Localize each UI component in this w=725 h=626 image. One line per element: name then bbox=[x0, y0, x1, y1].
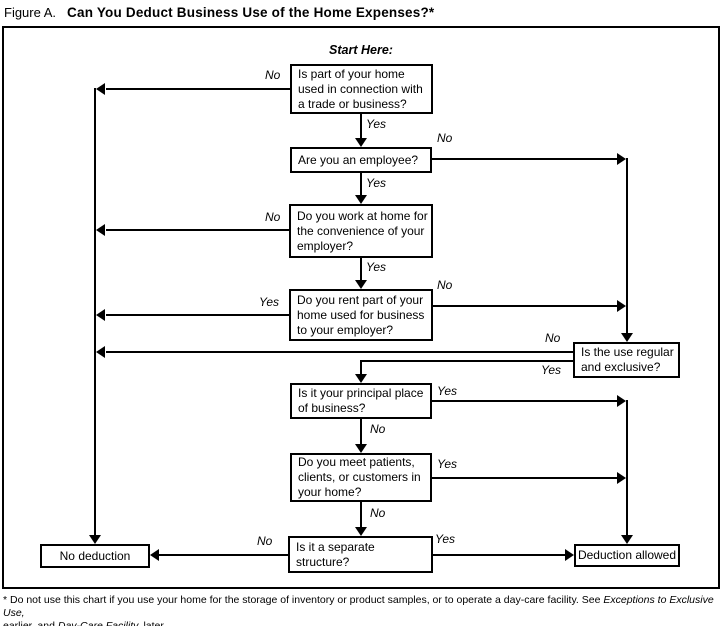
footnote-text: later. bbox=[140, 620, 167, 626]
node-regular-exclusive-use: Is the use regular and exclusive? bbox=[573, 342, 680, 378]
connector-left-rail bbox=[94, 88, 96, 535]
arrowhead-into-q8 bbox=[355, 527, 367, 536]
connector-q8-no bbox=[159, 554, 288, 556]
node-principal-place: Is it your principal place of business? bbox=[290, 383, 432, 419]
node-employee: Are you an employee? bbox=[290, 147, 432, 173]
connector-right-rail-upper bbox=[626, 158, 628, 333]
connector-q5-yes-vertical bbox=[360, 360, 362, 376]
arrowhead-into-deduction-allowed-top bbox=[621, 535, 633, 544]
edge-label-no: No bbox=[545, 331, 561, 345]
arrowhead-q4-no bbox=[617, 300, 626, 312]
footnote-text: * Do not use this chart if you use your … bbox=[3, 594, 604, 606]
connector-q3-q4 bbox=[360, 257, 362, 281]
arrowhead-q3-no bbox=[96, 224, 105, 236]
edge-label-yes: Yes bbox=[541, 363, 562, 377]
chart-border bbox=[2, 26, 720, 589]
arrowhead-q8-no bbox=[150, 549, 159, 561]
edge-label-no: No bbox=[370, 506, 386, 520]
connector-q6-yes bbox=[432, 400, 617, 402]
footnote-reference-day-care-facility: Day-Care Facility, bbox=[57, 620, 141, 626]
edge-label-yes: Yes bbox=[435, 532, 456, 546]
edge-label-no: No bbox=[265, 210, 281, 224]
footnote-reference-exclusive-use: Exceptions to Exclusive Use, bbox=[3, 594, 714, 619]
edge-label-yes: Yes bbox=[366, 117, 387, 131]
footnote-line-1: * Do not use this chart if you use your … bbox=[3, 594, 721, 620]
node-deduction-allowed: Deduction allowed bbox=[574, 544, 680, 567]
connector-q5-no bbox=[106, 351, 573, 353]
connector-q2-no bbox=[432, 158, 617, 160]
connector-q7-yes bbox=[432, 477, 617, 479]
footnote-text: earlier, and bbox=[3, 620, 58, 626]
start-here-label: Start Here: bbox=[329, 43, 393, 57]
footnote: * Do not use this chart if you use your … bbox=[3, 594, 721, 626]
arrowhead-q5-no bbox=[96, 346, 105, 358]
node-rent-to-employer: Do you rent part of your home used for b… bbox=[289, 289, 433, 341]
edge-label-yes: Yes bbox=[366, 260, 387, 274]
footnote-line-2: earlier, and Day-Care Facility, later. bbox=[3, 620, 721, 626]
node-no-deduction: No deduction bbox=[40, 544, 150, 568]
figure-label: Figure A. bbox=[4, 5, 57, 20]
arrowhead-into-q4 bbox=[355, 280, 367, 289]
connector-q4-no bbox=[433, 305, 617, 307]
edge-label-no: No bbox=[437, 131, 453, 145]
arrowhead-into-q3 bbox=[355, 195, 367, 204]
node-work-at-home-convenience: Do you work at home for the convenience … bbox=[289, 204, 433, 258]
connector-q1-q2 bbox=[360, 113, 362, 140]
connector-q2-q3 bbox=[360, 172, 362, 196]
arrowhead-q6-yes bbox=[617, 395, 626, 407]
arrowhead-into-q7 bbox=[355, 444, 367, 453]
figure-title: Can You Deduct Business Use of the Home … bbox=[67, 5, 435, 20]
edge-label-no: No bbox=[370, 422, 386, 436]
connector-q3-no bbox=[106, 229, 289, 231]
arrowhead-q7-yes bbox=[617, 472, 626, 484]
node-meet-patients: Do you meet patients, clients, or custom… bbox=[290, 453, 432, 502]
node-separate-structure: Is it a separate structure? bbox=[288, 536, 433, 573]
connector-q7-q8 bbox=[360, 501, 362, 528]
connector-q8-yes bbox=[433, 554, 565, 556]
edge-label-no: No bbox=[437, 278, 453, 292]
arrowhead-q4-yes bbox=[96, 309, 105, 321]
arrowhead-into-q5 bbox=[621, 333, 633, 342]
connector-q4-yes bbox=[106, 314, 289, 316]
arrowhead-q2-no bbox=[617, 153, 626, 165]
edge-label-no: No bbox=[265, 68, 281, 82]
edge-label-yes: Yes bbox=[437, 457, 458, 471]
connector-q5-yes-horizontal bbox=[361, 360, 573, 362]
arrowhead-into-q2 bbox=[355, 138, 367, 147]
edge-label-yes: Yes bbox=[259, 295, 280, 309]
connector-q6-q7 bbox=[360, 418, 362, 445]
figure-heading: Figure A. Can You Deduct Business Use of … bbox=[4, 5, 434, 20]
arrowhead-q8-yes bbox=[565, 549, 574, 561]
node-trade-or-business: Is part of your home used in connection … bbox=[290, 64, 433, 114]
arrowhead-into-no-deduction-top bbox=[89, 535, 101, 544]
arrowhead-q1-no bbox=[96, 83, 105, 95]
connector-right-rail-lower bbox=[626, 400, 628, 535]
arrowhead-into-q6 bbox=[355, 374, 367, 383]
edge-label-yes: Yes bbox=[366, 176, 387, 190]
connector-q1-no bbox=[106, 88, 290, 90]
edge-label-yes: Yes bbox=[437, 384, 458, 398]
edge-label-no: No bbox=[257, 534, 273, 548]
